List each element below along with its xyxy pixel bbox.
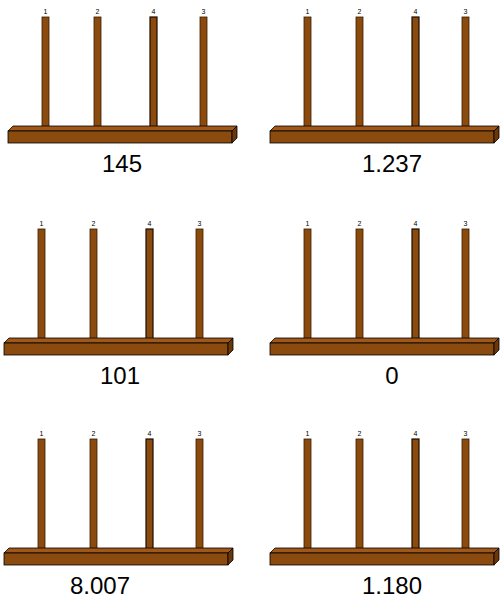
abacus-value: 101 [100,364,140,388]
rod-number: 1 [44,8,48,15]
rod-number: 4 [414,430,418,437]
rod-number: 3 [202,8,206,15]
rod-number: 4 [148,430,152,437]
rod-number: 2 [358,8,362,15]
rod-number: 2 [92,220,96,227]
rod-number: 4 [148,220,152,227]
rod-number: 3 [198,430,202,437]
abacus-value: 145 [102,152,142,176]
rod-number: 4 [414,8,418,15]
abacus-frame [4,229,233,355]
rod-number: 2 [358,430,362,437]
abacus-frame [270,17,499,143]
rod-number: 4 [152,8,156,15]
rod-number: 3 [464,430,468,437]
abacus-value: 0 [385,364,398,388]
rod-number: 3 [198,220,202,227]
abacus-value: 8.007 [70,574,130,598]
rod-number: 3 [464,8,468,15]
rod-number: 2 [92,430,96,437]
rod-number: 1 [40,220,44,227]
rod-number: 1 [306,430,310,437]
rod-number: 2 [96,8,100,15]
rod-number: 1 [306,8,310,15]
abacus-value: 1.237 [362,152,422,176]
abacus-frame [4,439,233,565]
abacus-frame [8,17,237,143]
abacus-frame [270,439,499,565]
rod-number: 1 [306,220,310,227]
rod-number: 4 [414,220,418,227]
rod-number: 2 [358,220,362,227]
abacus-frame [270,229,499,355]
rod-number: 3 [464,220,468,227]
abacus-value: 1.180 [362,574,422,598]
rod-number: 1 [40,430,44,437]
